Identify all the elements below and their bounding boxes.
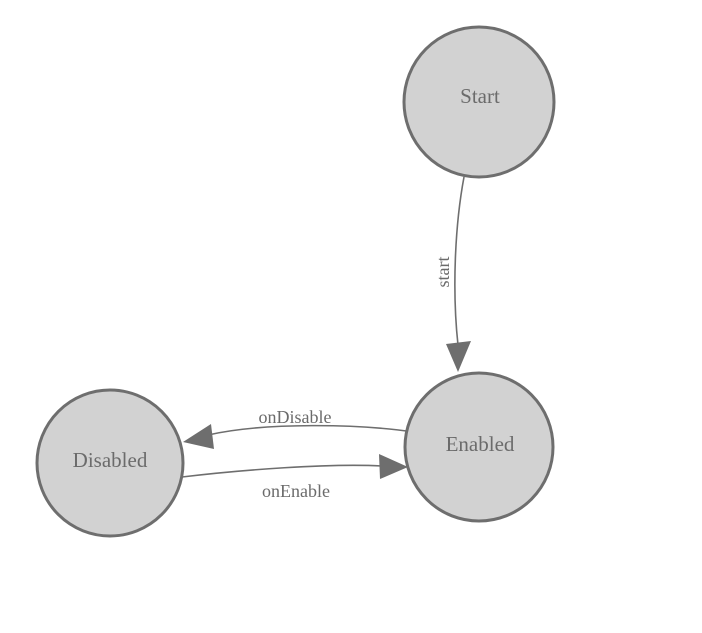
- node-enabled-label: Enabled: [446, 432, 515, 456]
- node-disabled-label: Disabled: [73, 448, 148, 472]
- edge-start-to-enabled-arrowhead: [446, 341, 471, 372]
- edge-enabled-to-disabled[interactable]: onDisable: [183, 407, 414, 449]
- node-start[interactable]: Start: [402, 25, 556, 179]
- edge-start-to-enabled-path: [454, 176, 465, 346]
- node-disabled-circle[interactable]: [35, 388, 185, 538]
- edge-disabled-to-enabled-label: onEnable: [262, 481, 330, 501]
- edge-disabled-to-enabled[interactable]: onEnable: [181, 454, 408, 501]
- edge-disabled-to-enabled-path: [181, 464, 383, 478]
- node-start-circle[interactable]: [402, 25, 556, 179]
- node-start-label: Start: [460, 84, 500, 108]
- node-disabled[interactable]: Disabled: [35, 388, 185, 538]
- node-enabled-circle[interactable]: [403, 371, 555, 523]
- edge-start-to-enabled-label: start: [433, 257, 453, 288]
- edge-enabled-to-disabled-arrowhead: [183, 424, 214, 449]
- edge-start-to-enabled[interactable]: start: [433, 176, 471, 372]
- node-enabled[interactable]: Enabled: [403, 371, 555, 523]
- edge-disabled-to-enabled-arrowhead: [379, 454, 408, 479]
- edge-enabled-to-disabled-label: onDisable: [259, 407, 332, 427]
- edge-enabled-to-disabled-path: [207, 424, 414, 436]
